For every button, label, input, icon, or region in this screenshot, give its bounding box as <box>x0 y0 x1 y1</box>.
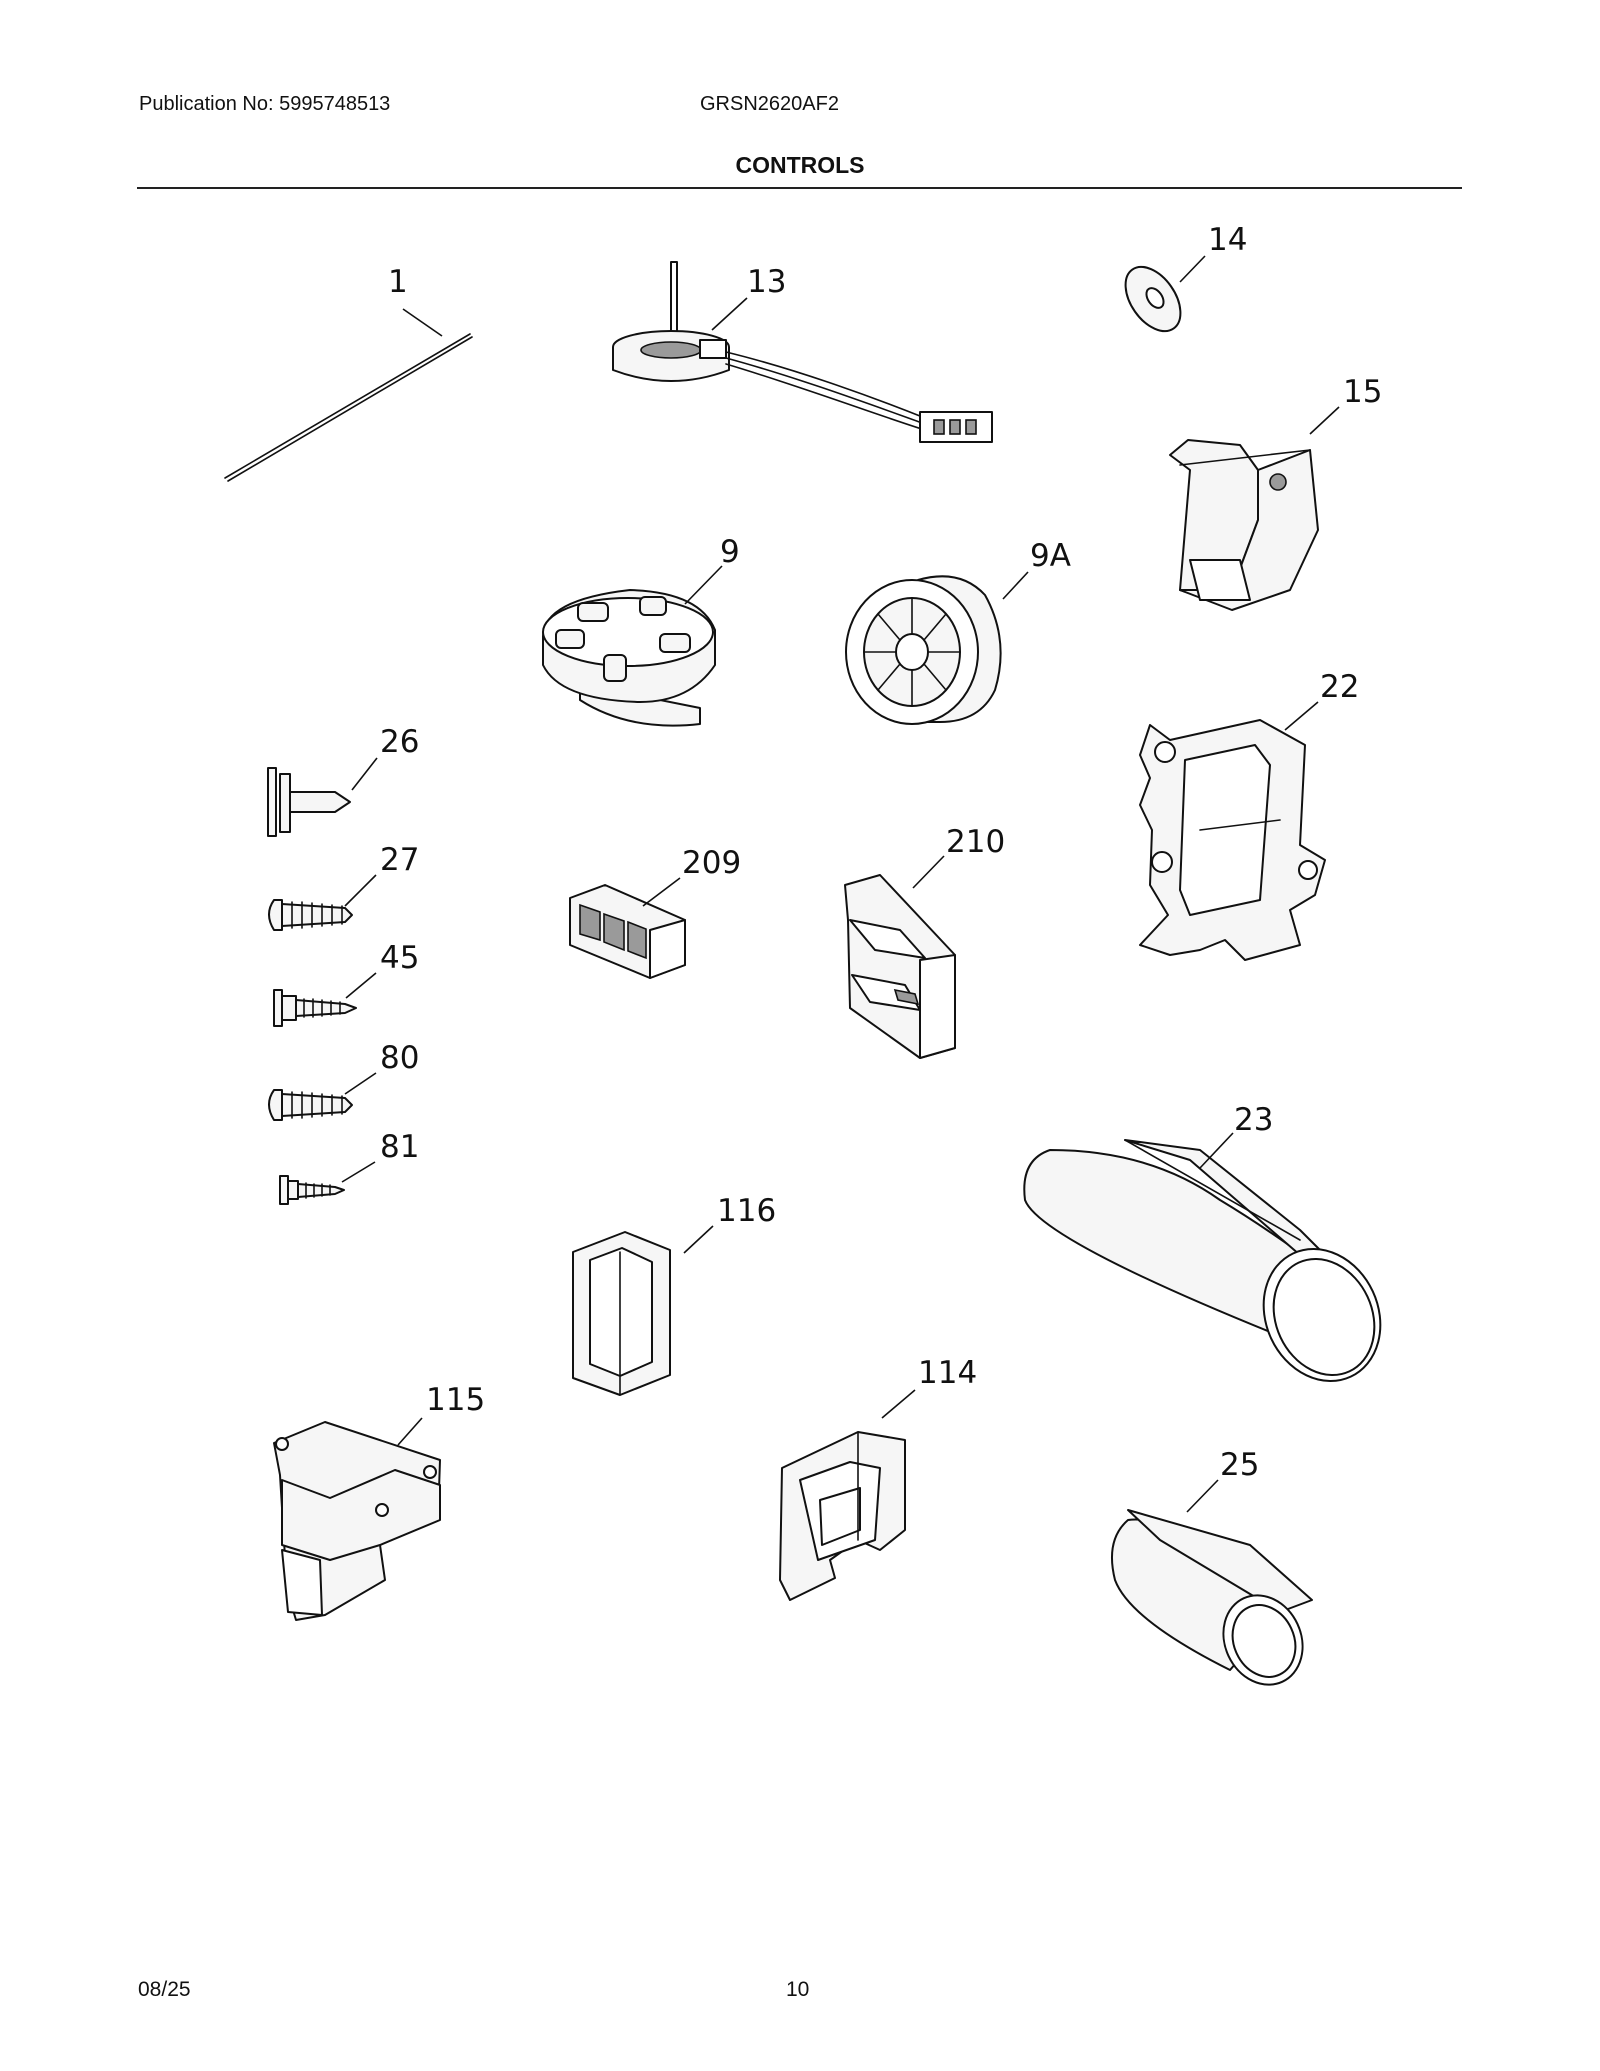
callout-115: 115 <box>426 1382 485 1418</box>
callout-116: 116 <box>717 1193 776 1229</box>
publication-number: Publication No: 5995748513 <box>139 93 391 115</box>
page-title: CONTROLS <box>735 152 865 178</box>
model-number: GRSN2620AF2 <box>700 93 839 115</box>
header-rule <box>137 187 1462 189</box>
callout-15: 15 <box>1343 374 1382 410</box>
part-45-hex-screw: 45 <box>273 940 419 1027</box>
part-15-bracket: 15 <box>1169 374 1382 611</box>
part-1-rod: 1 <box>224 264 473 482</box>
part-80-screw: 80 <box>268 1040 419 1121</box>
callout-27: 27 <box>380 842 419 878</box>
callout-14: 14 <box>1208 222 1247 258</box>
part-26-push-pin: 26 <box>267 724 419 837</box>
part-14-washer: 14 <box>1124 222 1247 333</box>
part-116-gasket: 116 <box>572 1193 776 1396</box>
part-210-louver: 210 <box>844 824 1005 1059</box>
callout-81: 81 <box>380 1129 419 1165</box>
part-27-screw: 27 <box>268 842 419 931</box>
callout-210: 210 <box>946 824 1005 860</box>
page-number: 10 <box>786 1978 810 2001</box>
footer-date: 08/25 <box>138 1978 191 2001</box>
callout-209: 209 <box>682 845 741 881</box>
callout-26: 26 <box>380 724 419 760</box>
part-9-rotor: 9 <box>541 534 740 727</box>
callout-23: 23 <box>1234 1102 1273 1138</box>
callout-114: 114 <box>918 1355 977 1391</box>
part-23-duct: 23 <box>1023 1102 1382 1383</box>
callout-13: 13 <box>747 264 786 300</box>
part-25-duct-section: 25 <box>1111 1447 1313 1686</box>
part-9a-wheel: 9A <box>845 538 1071 725</box>
part-81-small-screw: 81 <box>279 1129 419 1205</box>
callout-22: 22 <box>1320 669 1359 705</box>
part-209-filter: 209 <box>569 845 741 979</box>
part-115-damper-control: 115 <box>273 1382 485 1621</box>
callout-25: 25 <box>1220 1447 1259 1483</box>
part-114-bracket: 114 <box>779 1355 977 1601</box>
callout-9a: 9A <box>1030 538 1071 574</box>
part-13-fan-motor: 13 <box>612 261 993 443</box>
callout-45: 45 <box>380 940 419 976</box>
callout-9: 9 <box>720 534 740 570</box>
callout-80: 80 <box>380 1040 419 1076</box>
part-22-housing: 22 <box>1139 669 1359 961</box>
callout-1: 1 <box>388 264 408 300</box>
